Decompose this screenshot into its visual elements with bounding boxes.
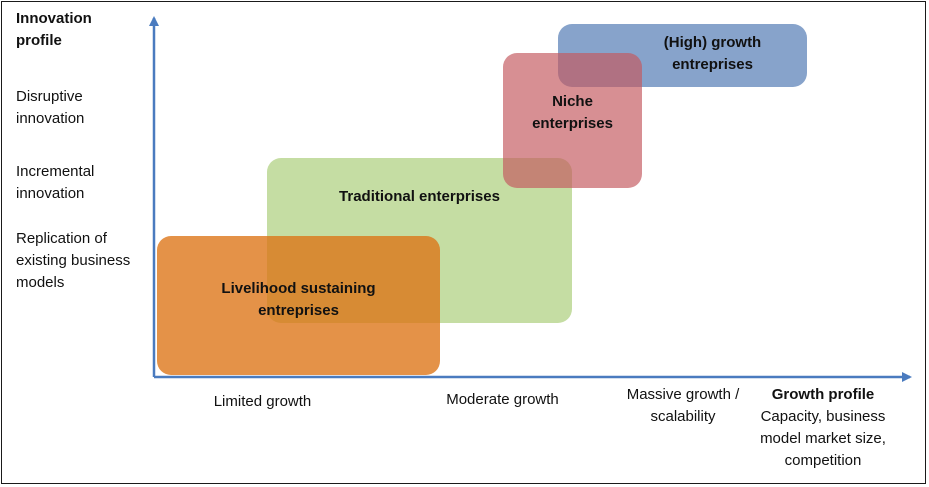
x-level-line: Limited growth: [213, 393, 312, 410]
box-label-line: (High) growth: [663, 34, 762, 51]
y-level-line: Disruptive: [16, 88, 83, 105]
y-level-disruptive: Disruptive innovation: [16, 86, 84, 130]
y-level-line: innovation: [16, 110, 85, 127]
y-level-line: models: [16, 274, 65, 291]
box-label-line: entreprises: [672, 56, 753, 73]
x-axis-subtitle-line: Capacity, business: [760, 408, 886, 425]
y-axis-title-line-2: profile: [16, 32, 62, 49]
box-label-line: Traditional enterprises: [339, 188, 500, 205]
x-axis-title: Growth profile Capacity, business model …: [748, 384, 898, 472]
x-level-massive: Massive growth / scalability: [608, 384, 758, 428]
x-level-limited: Limited growth: [190, 391, 335, 413]
y-axis-title-line-1: Innovation: [16, 10, 92, 27]
box-label: Niche enterprises: [503, 91, 642, 135]
x-axis-subtitle-line: model market size,: [760, 430, 886, 447]
box-label: Livelihood sustaining entreprises: [157, 278, 440, 322]
x-level-line: Moderate growth: [446, 391, 559, 408]
box-label-line: enterprises: [532, 115, 613, 132]
y-axis-title: Innovation profile: [16, 8, 92, 52]
y-level-line: innovation: [16, 185, 85, 202]
box-label-line: entreprises: [258, 302, 339, 319]
box-label: (High) growth entreprises: [618, 32, 807, 76]
box-niche-enterprises: Niche enterprises: [503, 53, 642, 188]
box-label: Traditional enterprises: [267, 186, 572, 208]
x-axis-subtitle-line: competition: [784, 452, 862, 469]
box-label-line: Niche: [552, 93, 593, 110]
x-level-line: Massive growth /: [626, 386, 740, 403]
y-level-replication: Replication of existing business models: [16, 228, 130, 294]
box-label-line: Livelihood sustaining: [221, 280, 376, 297]
y-level-line: Incremental: [16, 163, 95, 180]
x-level-line: scalability: [650, 408, 716, 425]
box-livelihood-sustaining: Livelihood sustaining entreprises: [157, 236, 440, 375]
x-level-moderate: Moderate growth: [425, 389, 580, 411]
y-level-line: existing business: [16, 252, 131, 269]
x-axis-title-text: Growth profile: [771, 386, 875, 403]
y-level-incremental: Incremental innovation: [16, 161, 94, 205]
y-level-line: Replication of: [16, 230, 107, 247]
